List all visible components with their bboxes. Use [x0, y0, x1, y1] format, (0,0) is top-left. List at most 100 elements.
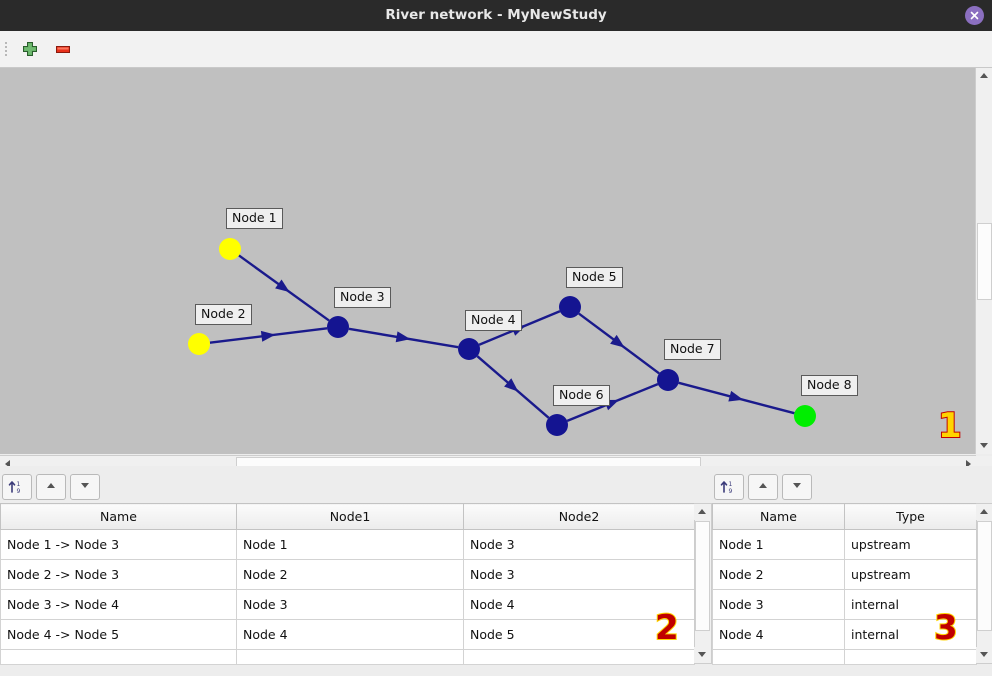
nodes-layer — [188, 238, 816, 436]
network-canvas[interactable]: Node 1 Node 2 Node 3 Node 4 Node 5 Node 6 Node… — [0, 68, 976, 454]
green-plus-icon[interactable] — [20, 39, 40, 59]
nodes-cell[interactable]: internal — [844, 589, 977, 620]
node-label-node-4[interactable]: Node 4 — [465, 310, 522, 331]
network-graph — [188, 238, 816, 436]
links-move-up-button[interactable] — [36, 474, 66, 500]
links-cell-empty[interactable] — [463, 649, 695, 665]
node-label-node-7[interactable]: Node 7 — [664, 339, 721, 360]
links-cell[interactable]: Node 4 -> Node 5 — [0, 619, 237, 650]
links-column-header[interactable]: Node2 — [463, 503, 695, 530]
links-cell[interactable]: Node 3 — [236, 589, 464, 620]
graph-node-node-3[interactable] — [327, 316, 349, 338]
graph-node-node-4[interactable] — [458, 338, 480, 360]
nodes-cell[interactable]: internal — [844, 619, 977, 650]
edge-arrow-icon — [504, 378, 519, 392]
nodes-cell[interactable]: Node 2 — [712, 559, 845, 590]
links-move-down-button[interactable] — [70, 474, 100, 500]
node-label-node-2[interactable]: Node 2 — [195, 304, 252, 325]
graph-node-node-1[interactable] — [219, 238, 241, 260]
links-cell[interactable]: Node 3 — [463, 529, 695, 560]
node-label-node-3[interactable]: Node 3 — [334, 287, 391, 308]
edge-arrow-icon — [275, 279, 290, 293]
main-toolbar — [0, 31, 992, 68]
nodes-sort-button[interactable]: 1 9 — [714, 474, 744, 500]
nodes-cell[interactable]: upstream — [844, 559, 977, 590]
links-cell[interactable]: Node 1 -> Node 3 — [0, 529, 237, 560]
node-label-node-5[interactable]: Node 5 — [566, 267, 623, 288]
links-cell[interactable]: Node 4 — [236, 619, 464, 650]
links-cell-empty[interactable] — [0, 649, 237, 665]
nodes-cell[interactable]: upstream — [844, 529, 977, 560]
edge-arrow-icon — [395, 331, 411, 343]
graph-node-node-7[interactable] — [657, 369, 679, 391]
links-cell[interactable]: Node 3 -> Node 4 — [0, 589, 237, 620]
close-icon[interactable] — [965, 6, 984, 25]
nodes-cell[interactable]: Node 1 — [712, 529, 845, 560]
links-cell[interactable]: Node 3 — [463, 559, 695, 590]
nodes-move-down-button[interactable] — [782, 474, 812, 500]
nodes-scroll-down-button[interactable] — [976, 647, 992, 663]
svg-text:9: 9 — [17, 488, 21, 495]
red-minus-icon[interactable] — [53, 39, 73, 59]
nodes-cell-empty[interactable] — [712, 649, 845, 665]
links-table-scrollbar[interactable] — [694, 503, 712, 664]
graph-view: Node 1 Node 2 Node 3 Node 4 Node 5 Node 6 Node… — [0, 68, 992, 472]
links-column-header[interactable]: Node1 — [236, 503, 464, 530]
table-row-empty[interactable] — [0, 649, 695, 665]
annotation-number-1: 1 — [937, 406, 963, 446]
nodes-cell-empty[interactable] — [844, 649, 977, 665]
graph-node-node-6[interactable] — [546, 414, 568, 436]
svg-text:1: 1 — [17, 481, 21, 488]
graph-vertical-scrollbar[interactable] — [975, 68, 992, 454]
edges-layer — [209, 254, 795, 422]
links-cell[interactable]: Node 2 — [236, 559, 464, 590]
nodes-scroll-up-button[interactable] — [976, 504, 992, 520]
nodes-column-header[interactable]: Type — [844, 503, 977, 530]
nodes-cell[interactable]: Node 3 — [712, 589, 845, 620]
links-column-header[interactable]: Name — [0, 503, 237, 530]
nodes-scroll-thumb[interactable] — [977, 521, 992, 631]
links-scroll-thumb[interactable] — [695, 521, 710, 631]
graph-node-node-2[interactable] — [188, 333, 210, 355]
toolbar-drag-handle[interactable] — [4, 40, 9, 58]
annotation-number-2: 2 — [654, 608, 680, 648]
node-label-node-1[interactable]: Node 1 — [226, 208, 283, 229]
nodes-move-up-button[interactable] — [748, 474, 778, 500]
scroll-up-button[interactable] — [976, 68, 992, 84]
table-row-empty[interactable] — [712, 649, 977, 665]
links-scroll-up-button[interactable] — [694, 504, 710, 520]
svg-text:9: 9 — [729, 488, 733, 495]
edge-arrow-icon — [610, 334, 625, 348]
links-cell-empty[interactable] — [236, 649, 464, 665]
links-scroll-down-button[interactable] — [694, 647, 710, 663]
links-sort-button[interactable]: 1 9 — [2, 474, 32, 500]
node-label-node-8[interactable]: Node 8 — [801, 375, 858, 396]
graph-node-node-5[interactable] — [559, 296, 581, 318]
links-cell[interactable]: Node 4 — [463, 589, 695, 620]
nodes-column-header[interactable]: Name — [712, 503, 845, 530]
links-cell[interactable]: Node 2 -> Node 3 — [0, 559, 237, 590]
scroll-down-button[interactable] — [976, 438, 992, 454]
node-label-node-6[interactable]: Node 6 — [553, 385, 610, 406]
graph-node-node-8[interactable] — [794, 405, 816, 427]
links-cell[interactable]: Node 1 — [236, 529, 464, 560]
graph-vscroll-thumb[interactable] — [977, 223, 992, 300]
nodes-table-scrollbar[interactable] — [976, 503, 992, 664]
nodes-cell[interactable]: Node 4 — [712, 619, 845, 650]
